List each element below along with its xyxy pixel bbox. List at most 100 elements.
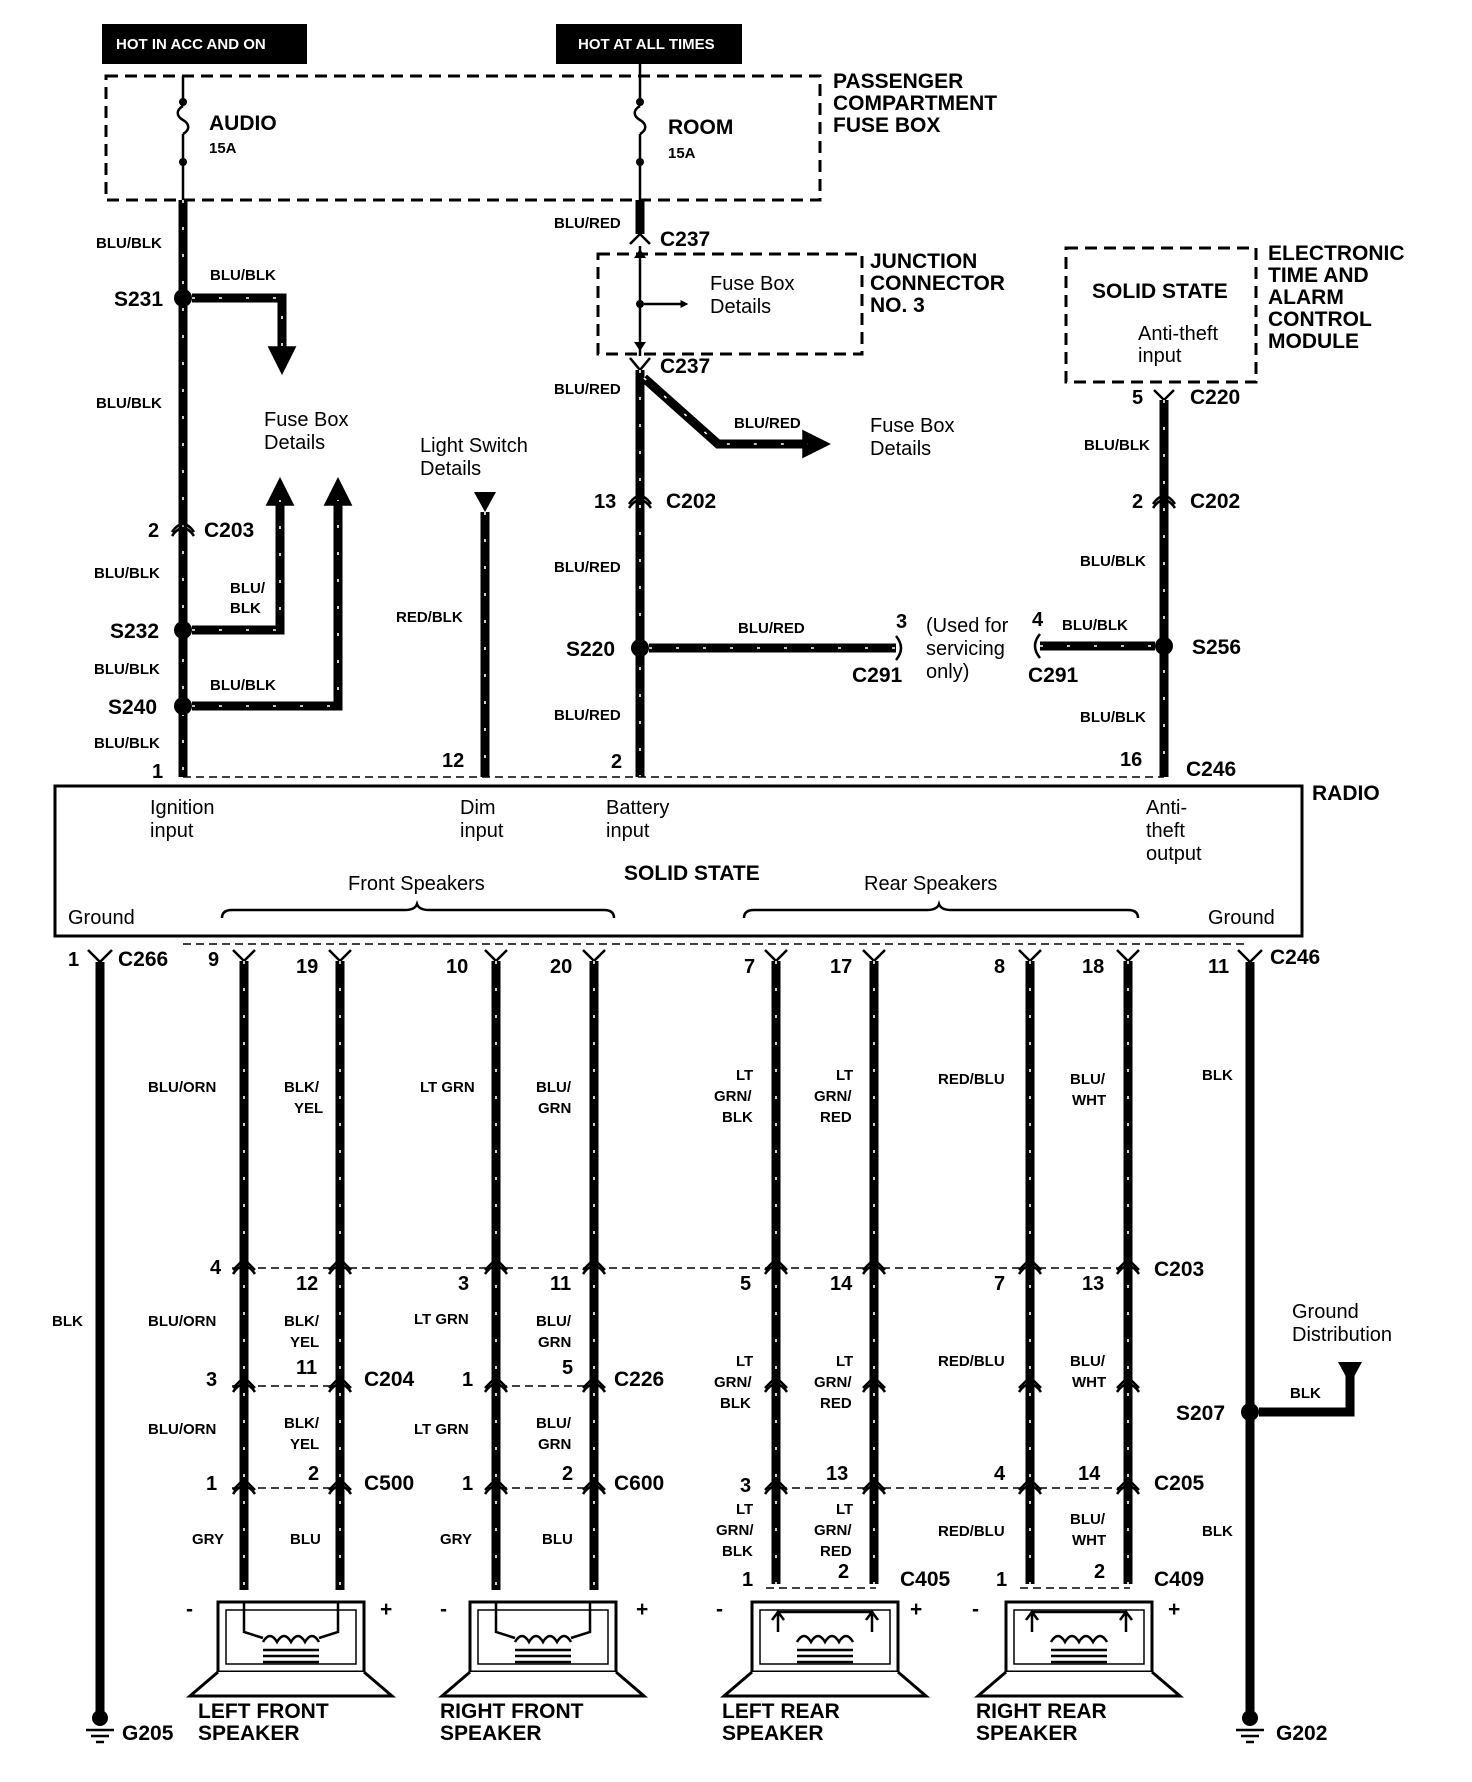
svg-text:2: 2 xyxy=(1094,1561,1105,1583)
svg-text:BLK: BLK xyxy=(1202,1523,1233,1540)
svg-text:BLU/ORN: BLU/ORN xyxy=(148,1421,216,1438)
connector-c204: 3 11 C204 xyxy=(206,1357,415,1391)
svg-text:1: 1 xyxy=(996,1569,1007,1591)
svg-text:Ignition: Ignition xyxy=(150,797,215,819)
svg-text:BLK: BLK xyxy=(722,1109,753,1126)
wire-dim: RED/BLK 12 xyxy=(396,512,490,777)
svg-text:BLU/: BLU/ xyxy=(536,1313,572,1330)
radio-bottom-pins: 1 C266 9 19 10 20 7 17 8 18 11 C246 xyxy=(68,946,1320,978)
svg-text:-: - xyxy=(186,1598,193,1621)
junction-internal: Fuse Box Details xyxy=(634,246,794,356)
svg-text:HOT AT ALL TIMES: HOT AT ALL TIMES xyxy=(578,36,715,53)
svg-text:NO. 3: NO. 3 xyxy=(870,294,925,317)
svg-text:C409: C409 xyxy=(1154,1568,1204,1591)
svg-text:4: 4 xyxy=(210,1257,222,1279)
svg-text:BLU/: BLU/ xyxy=(1070,1071,1106,1088)
svg-text:11: 11 xyxy=(296,1357,317,1379)
svg-text:BLK: BLK xyxy=(722,1543,753,1560)
wire-s231-branch: BLU/BLK xyxy=(192,267,297,376)
svg-text:BLU/BLK: BLU/BLK xyxy=(96,395,162,412)
svg-text:Ground: Ground xyxy=(68,907,135,929)
svg-text:S220: S220 xyxy=(566,638,615,661)
wire-battery-branch: BLU/RED xyxy=(641,374,832,459)
svg-text:C220: C220 xyxy=(1190,386,1240,409)
svg-text:RED/BLU: RED/BLU xyxy=(938,1523,1005,1540)
speaker-wire-2 xyxy=(327,949,353,1590)
svg-text:PASSENGER: PASSENGER xyxy=(833,70,963,93)
wire-s232-branch: BLU/ BLK xyxy=(192,476,295,635)
speaker-labels: LEFT FRONT SPEAKER RIGHT FRONT SPEAKER L… xyxy=(186,1598,1180,1745)
ref-light-switch-details: Light Switch Details xyxy=(420,435,528,512)
speaker-wire-3 xyxy=(483,949,509,1590)
svg-text:COMPARTMENT: COMPARTMENT xyxy=(833,92,997,115)
svg-text:SOLID STATE: SOLID STATE xyxy=(624,862,760,885)
svg-text:S240: S240 xyxy=(108,696,157,719)
svg-text:CONNECTOR: CONNECTOR xyxy=(870,272,1005,295)
svg-text:Battery: Battery xyxy=(606,797,669,819)
etacm-content: SOLID STATE Anti-theft input xyxy=(1092,280,1228,367)
svg-text:Fuse Box: Fuse Box xyxy=(264,409,348,431)
svg-text:Anti-: Anti- xyxy=(1146,797,1187,819)
svg-text:20: 20 xyxy=(550,956,572,978)
svg-text:C202: C202 xyxy=(1190,490,1240,513)
svg-text:BLU/: BLU/ xyxy=(1070,1353,1106,1370)
speaker-wires xyxy=(231,949,1141,1590)
svg-text:GRN: GRN xyxy=(538,1334,571,1351)
svg-text:1: 1 xyxy=(152,761,163,783)
svg-text:RED: RED xyxy=(820,1543,852,1560)
svg-text:BLU/RED: BLU/RED xyxy=(554,215,621,232)
svg-text:FUSE BOX: FUSE BOX xyxy=(833,114,940,137)
svg-text:YEL: YEL xyxy=(290,1334,319,1351)
svg-text:BLU/: BLU/ xyxy=(536,1415,572,1432)
svg-text:BLU: BLU xyxy=(542,1531,573,1548)
svg-text:Rear Speakers: Rear Speakers xyxy=(864,873,997,895)
svg-text:GRN/: GRN/ xyxy=(814,1374,852,1391)
svg-text:LT: LT xyxy=(736,1067,753,1084)
speakers xyxy=(185,1600,1185,1698)
svg-text:2: 2 xyxy=(1132,491,1143,513)
ground-g202: G202 xyxy=(1236,1710,1327,1745)
svg-text:Fuse Box: Fuse Box xyxy=(870,415,954,437)
svg-text:1: 1 xyxy=(462,1369,473,1391)
connector-c226: 1 5 C226 xyxy=(462,1357,664,1391)
svg-text:input: input xyxy=(460,820,504,842)
svg-text:BLU/ORN: BLU/ORN xyxy=(148,1079,216,1096)
speaker-3 xyxy=(719,1600,931,1698)
svg-text:MODULE: MODULE xyxy=(1268,330,1359,353)
svg-text:ELECTRONIC: ELECTRONIC xyxy=(1268,242,1405,265)
junction-title: JUNCTION CONNECTOR NO. 3 xyxy=(870,250,1005,317)
svg-text:SPEAKER: SPEAKER xyxy=(722,1722,824,1745)
svg-text:RIGHT FRONT: RIGHT FRONT xyxy=(440,1700,584,1723)
wire-ground-left: BLK xyxy=(52,949,113,1712)
svg-text:YEL: YEL xyxy=(290,1436,319,1453)
speaker-wire-5 xyxy=(763,949,789,1584)
speaker-4 xyxy=(973,1600,1185,1698)
svg-text:BLU/RED: BLU/RED xyxy=(738,620,805,637)
wire-battery-feed-upper: BLU/RED xyxy=(554,200,645,234)
svg-text:G202: G202 xyxy=(1276,1722,1327,1745)
connector-c205: 3 13 4 14 C205 xyxy=(740,1463,1205,1497)
svg-text:BLU/RED: BLU/RED xyxy=(554,381,621,398)
svg-text:RED/BLU: RED/BLU xyxy=(938,1353,1005,1370)
svg-text:Light Switch: Light Switch xyxy=(420,435,528,457)
svg-text:BLK: BLK xyxy=(230,600,261,617)
svg-text:CONTROL: CONTROL xyxy=(1268,308,1372,331)
svg-text:19: 19 xyxy=(296,956,318,978)
ref-fuse-box-details-center: Fuse Box Details xyxy=(870,415,954,460)
svg-text:+: + xyxy=(636,1598,648,1621)
svg-text:BLK/: BLK/ xyxy=(284,1313,320,1330)
svg-text:S231: S231 xyxy=(114,288,163,311)
svg-text:input: input xyxy=(1138,345,1182,367)
svg-text:+: + xyxy=(380,1598,392,1621)
svg-text:only): only) xyxy=(926,661,969,683)
splice-s231: S231 xyxy=(114,288,192,311)
svg-text:BLU/: BLU/ xyxy=(536,1079,572,1096)
svg-text:BLU/BLK: BLU/BLK xyxy=(96,235,162,252)
svg-text:LT: LT xyxy=(836,1501,853,1518)
svg-text:5: 5 xyxy=(740,1273,751,1295)
svg-text:RADIO: RADIO xyxy=(1312,782,1380,805)
svg-text:C203: C203 xyxy=(1154,1258,1204,1281)
svg-text:WHT: WHT xyxy=(1072,1374,1106,1391)
svg-text:Ground: Ground xyxy=(1292,1301,1359,1323)
splice-s256: S256 xyxy=(1155,636,1241,659)
